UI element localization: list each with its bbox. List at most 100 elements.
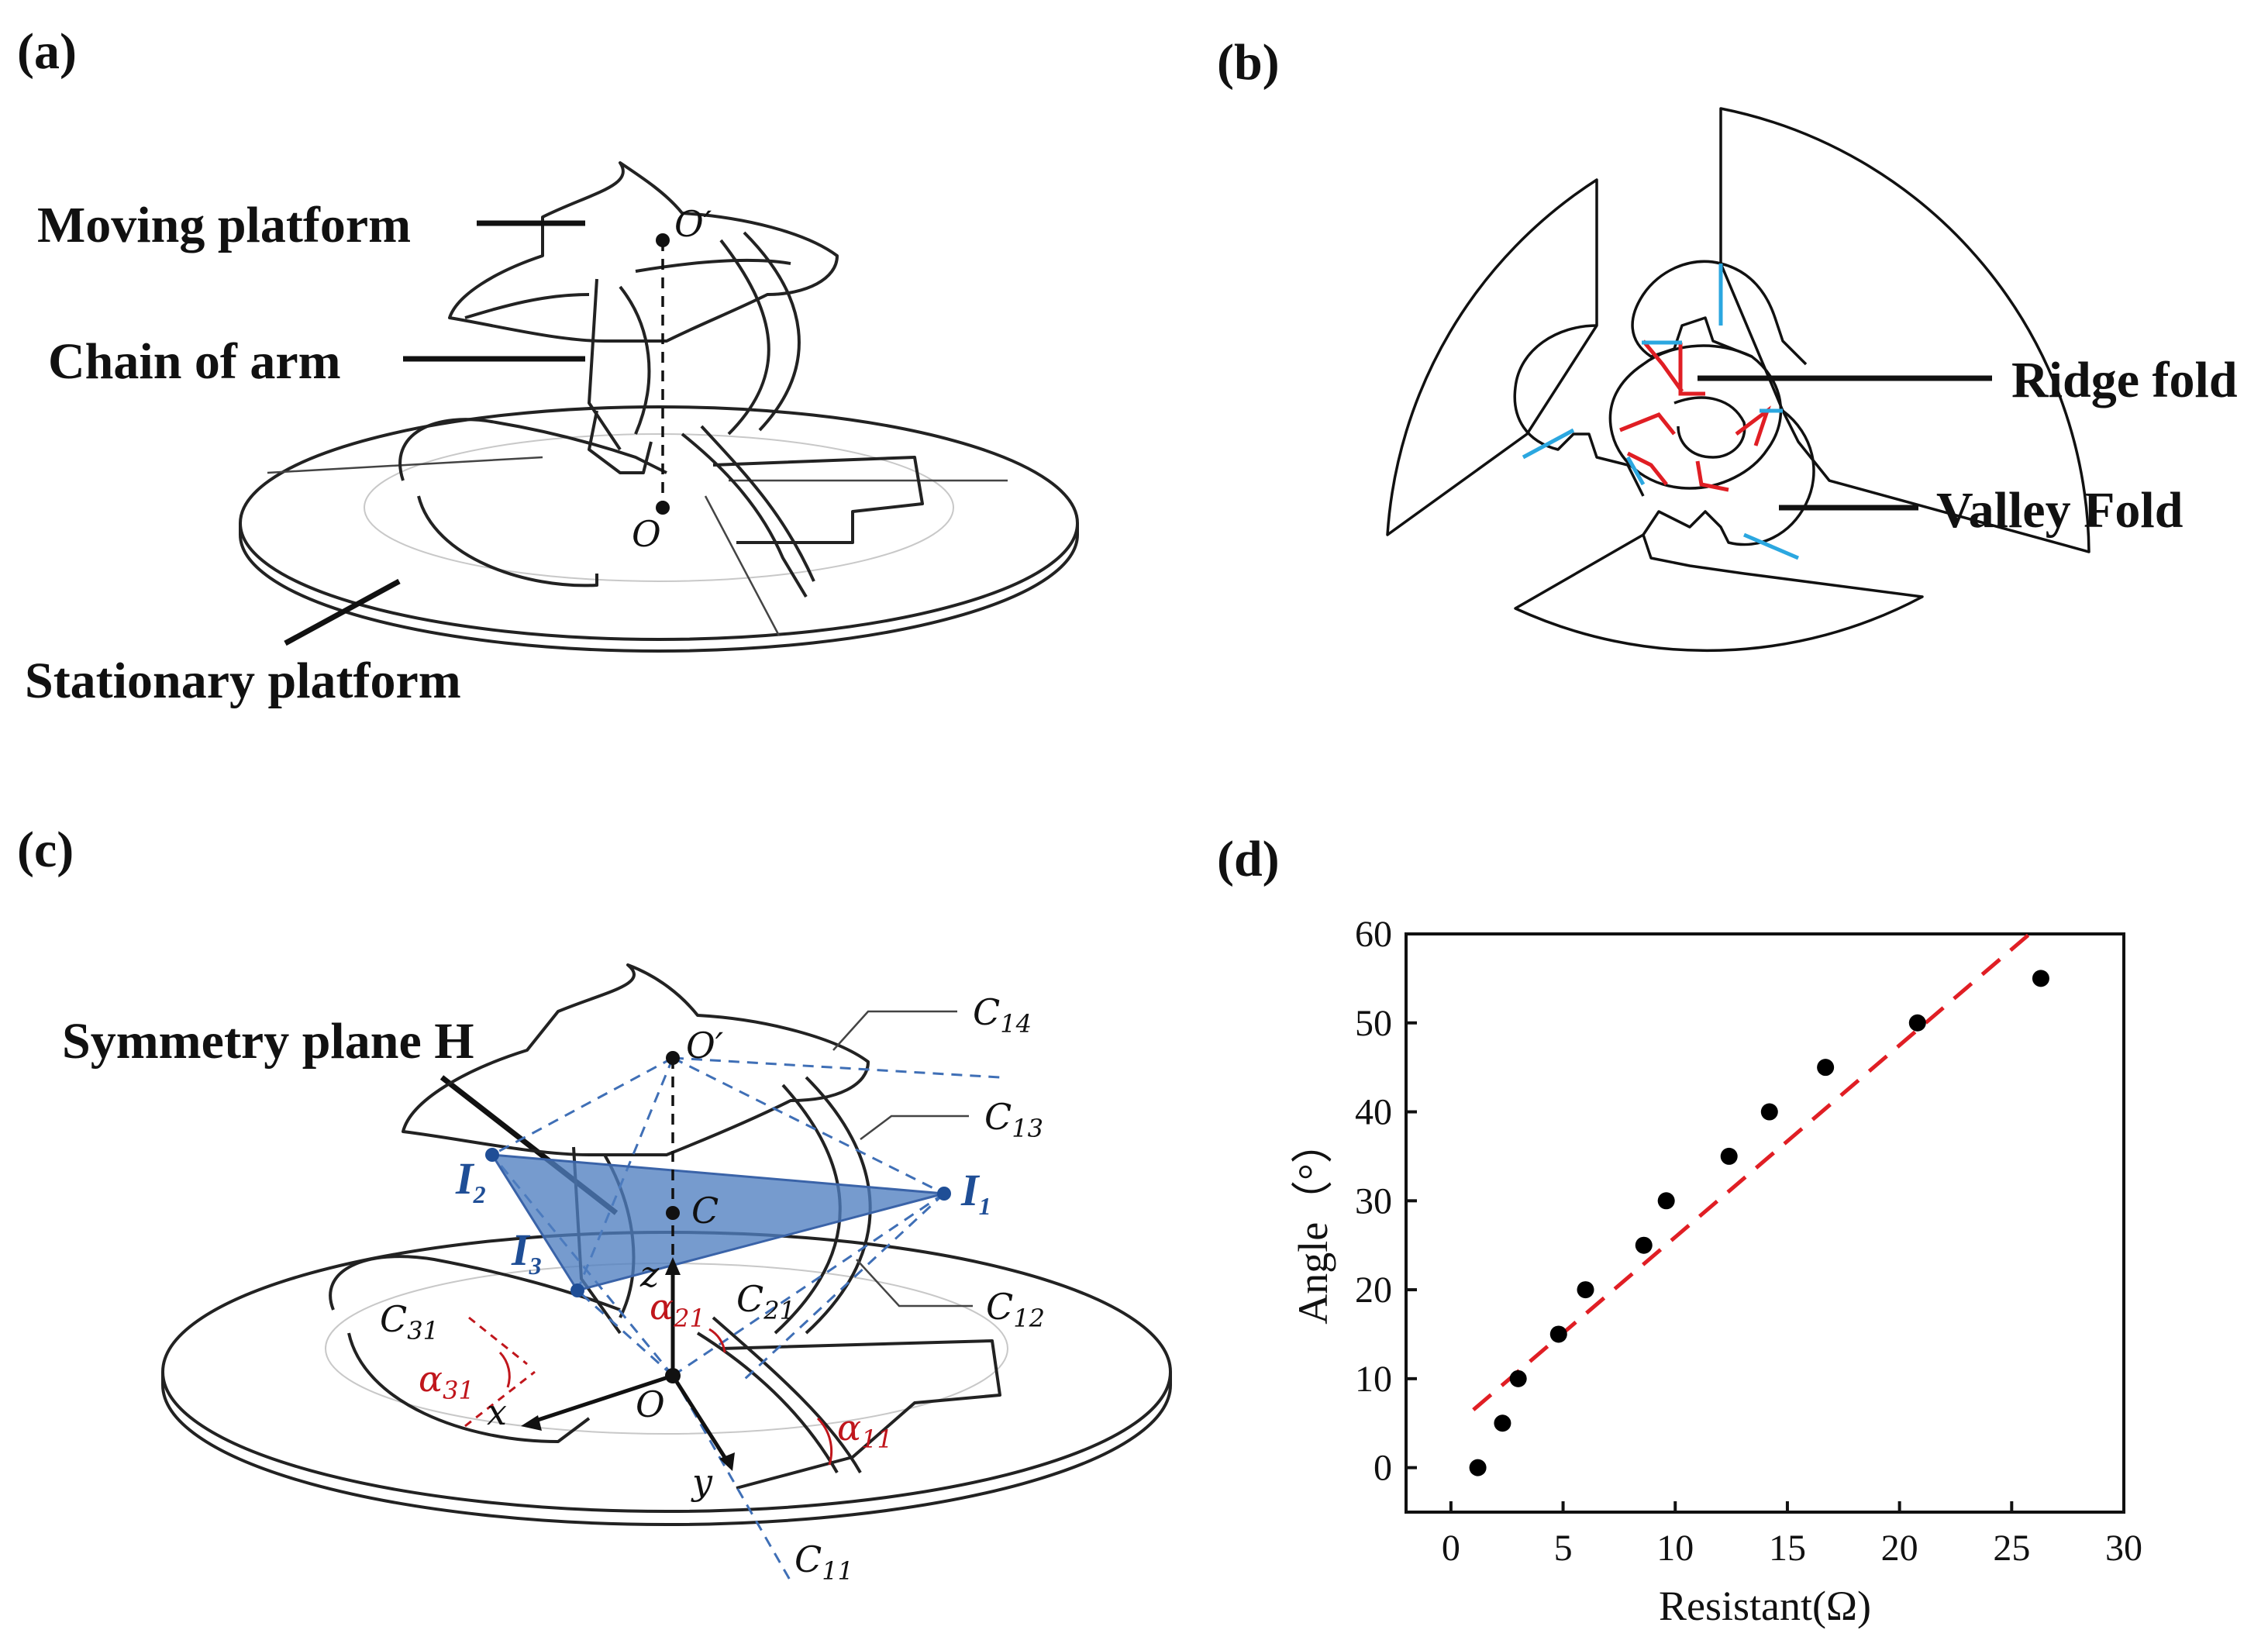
label-c13: C13 bbox=[984, 1096, 1043, 1143]
panel-c-label: (c) bbox=[17, 822, 74, 878]
panel-c: (c) Symmetry plane H bbox=[17, 822, 1172, 1586]
point-o-prime-a bbox=[656, 233, 670, 247]
sector-flap-right bbox=[1719, 107, 2090, 553]
y-tick-label: 50 bbox=[1355, 1003, 1392, 1044]
data-point bbox=[1720, 1147, 1738, 1165]
point-o-prime-c bbox=[666, 1051, 680, 1065]
label-alpha-21: α21 bbox=[650, 1286, 705, 1333]
label-c: C bbox=[691, 1190, 719, 1232]
callout-ridge-fold: Ridge fold bbox=[2011, 352, 2238, 408]
x-tick-label: 20 bbox=[1881, 1528, 1918, 1569]
moving-platform-c bbox=[402, 963, 870, 1156]
data-point bbox=[1577, 1281, 1594, 1299]
panel-d-label: (d) bbox=[1217, 831, 1280, 887]
disk-cut-lines bbox=[267, 456, 1008, 636]
data-point bbox=[1657, 1192, 1675, 1210]
point-i3 bbox=[570, 1283, 584, 1297]
data-point bbox=[1817, 1059, 1835, 1077]
hub-inner-loop bbox=[1673, 396, 1746, 459]
linkage-left bbox=[1513, 324, 1645, 497]
valley-fold-4 bbox=[1625, 456, 1646, 486]
label-i2: I2 bbox=[455, 1153, 486, 1208]
moving-platform-edges bbox=[464, 258, 791, 319]
alpha-11-arc bbox=[816, 1417, 833, 1466]
label-axis-x: x bbox=[487, 1391, 507, 1433]
x-tick-label: 25 bbox=[1993, 1528, 2030, 1569]
point-o-c bbox=[665, 1368, 681, 1383]
label-i1: I1 bbox=[960, 1165, 991, 1220]
ridge-fold-1 bbox=[1642, 339, 1684, 393]
data-point bbox=[2032, 970, 2049, 987]
label-axis-z: z bbox=[639, 1253, 660, 1295]
y-tick-label: 20 bbox=[1355, 1270, 1392, 1311]
crease-pattern bbox=[1386, 107, 2090, 653]
point-o-a bbox=[656, 501, 670, 515]
data-point bbox=[1635, 1236, 1653, 1254]
data-point bbox=[1908, 1014, 1926, 1032]
label-c11: C11 bbox=[794, 1538, 853, 1586]
panel-b-label: (b) bbox=[1217, 34, 1280, 91]
alpha-21-arc bbox=[708, 1328, 726, 1353]
callout-chain-of-arm: Chain of arm bbox=[48, 333, 341, 390]
ridge-folds bbox=[1619, 339, 1771, 492]
center-joint bbox=[588, 410, 653, 474]
y-axis-label: Angle（°） bbox=[1290, 1121, 1336, 1325]
callout-valley-fold: Valley Fold bbox=[1936, 482, 2183, 539]
y-tick-label: 0 bbox=[1374, 1448, 1392, 1489]
stationary-disk-c-rim bbox=[161, 1372, 1172, 1526]
label-c31: C31 bbox=[380, 1298, 439, 1345]
label-i3: I3 bbox=[511, 1225, 542, 1280]
linkage-top bbox=[1631, 260, 1808, 366]
arm-chain-2 bbox=[719, 231, 801, 436]
lower-loop-c bbox=[329, 1255, 621, 1443]
central-hub bbox=[1608, 344, 1783, 490]
leader-c13 bbox=[860, 1115, 969, 1140]
panel-b: (b) bbox=[1217, 34, 2238, 653]
x-tick-label: 10 bbox=[1656, 1528, 1694, 1569]
stationary-disk-rim bbox=[239, 523, 1079, 653]
x-axis-arrowhead bbox=[521, 1415, 542, 1431]
panel-a: (a) O′ O Moving bbox=[17, 23, 1079, 709]
symmetry-plane-triangle bbox=[490, 1153, 945, 1292]
leader-c14 bbox=[832, 1010, 957, 1051]
mechanism-a-illustration: O′ O bbox=[239, 161, 1079, 653]
alpha-31-lines bbox=[464, 1316, 536, 1428]
valley-fold-6 bbox=[1743, 532, 1799, 560]
leader-c12 bbox=[856, 1259, 973, 1308]
y-tick-label: 40 bbox=[1355, 1092, 1392, 1133]
data-point bbox=[1760, 1103, 1778, 1121]
lower-loop bbox=[398, 418, 667, 587]
arm-chain-1 bbox=[588, 278, 651, 451]
valley-fold-3 bbox=[1522, 428, 1575, 460]
panel-a-label: (a) bbox=[17, 23, 77, 80]
callout-stationary-platform: Stationary platform bbox=[25, 653, 461, 709]
y-tick-label: 10 bbox=[1355, 1359, 1392, 1400]
ridge-fold-2 bbox=[1678, 343, 1705, 396]
ridge-fold-5 bbox=[1695, 460, 1729, 492]
valley-folds bbox=[1522, 264, 1799, 560]
x-tick-label: 5 bbox=[1554, 1528, 1573, 1569]
z-axis-arrowhead bbox=[665, 1257, 681, 1275]
ridge-fold-4 bbox=[1626, 451, 1668, 486]
lower-flap-c bbox=[720, 1339, 1001, 1490]
label-c14: C14 bbox=[973, 991, 1032, 1039]
arm-chain-c3 bbox=[696, 1316, 862, 1473]
data-point bbox=[1494, 1414, 1511, 1432]
point-c bbox=[666, 1206, 680, 1220]
plot-frame bbox=[1405, 932, 2125, 1514]
sector-flap-left bbox=[1386, 178, 1598, 536]
y-axis-arrow bbox=[670, 1374, 729, 1463]
lower-flap bbox=[712, 456, 924, 544]
label-alpha-11: α11 bbox=[837, 1407, 893, 1454]
label-c21: C21 bbox=[736, 1278, 795, 1325]
sector-flap-bottom bbox=[1514, 533, 1924, 653]
x-tick-label: 15 bbox=[1769, 1528, 1806, 1569]
data-point bbox=[1509, 1370, 1527, 1387]
data-point bbox=[1549, 1325, 1567, 1343]
ridge-fold-3 bbox=[1619, 412, 1676, 436]
label-alpha-31: α31 bbox=[419, 1358, 474, 1405]
alpha-31-arc bbox=[498, 1351, 511, 1388]
y-tick-label: 30 bbox=[1355, 1180, 1392, 1221]
